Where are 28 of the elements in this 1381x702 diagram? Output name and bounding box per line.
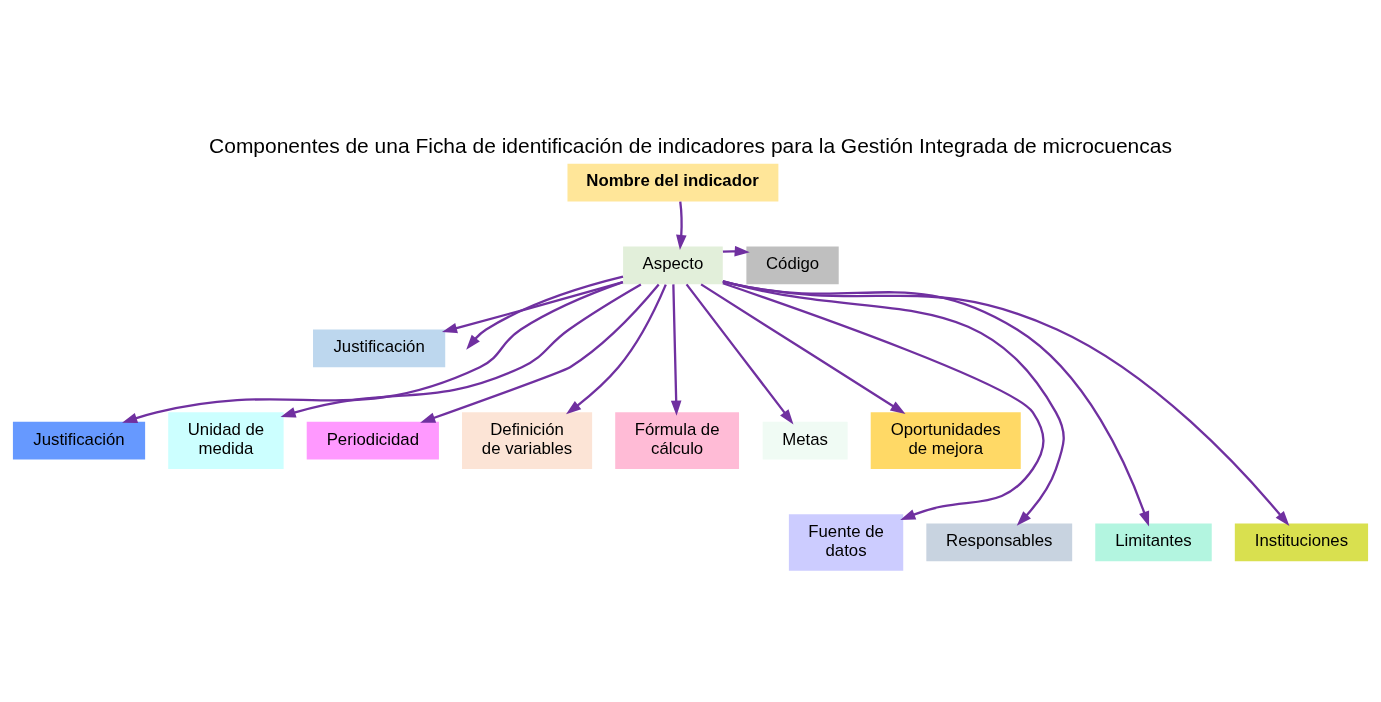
- node-box: Oportunidades de mejora: [870, 411, 1021, 469]
- node-box: Instituciones: [1234, 523, 1369, 561]
- arrow: [420, 283, 660, 423]
- node-box: Justificación: [313, 328, 446, 367]
- arrow: [122, 280, 624, 423]
- node-box: Periodicidad: [306, 421, 439, 460]
- arrow: [566, 283, 667, 414]
- arrow: [466, 275, 624, 350]
- node-box: Aspecto: [623, 246, 723, 284]
- node-box: Limitantes: [1095, 523, 1212, 561]
- arrow: [280, 283, 642, 417]
- arrow: [722, 279, 1290, 526]
- arrow: [685, 283, 794, 424]
- node-box: Nombre del indicador: [567, 163, 779, 201]
- node-box: Justificación: [12, 421, 146, 460]
- node-box: Código: [746, 246, 839, 284]
- arrow: [676, 200, 687, 250]
- node-box: Fórmula de cálculo: [615, 411, 740, 469]
- arrow: [722, 279, 1150, 527]
- node-box: Fuente de datos: [788, 513, 904, 571]
- arrow: [722, 245, 750, 257]
- node-box: Responsables: [926, 523, 1073, 561]
- arrow: [700, 282, 906, 414]
- node-box: Metas: [762, 421, 848, 460]
- node-box: Definición de variables: [462, 411, 593, 469]
- arrow: [670, 283, 682, 416]
- node-box: Unidad de medida: [168, 411, 284, 469]
- diagram-title: Componentes de una Ficha de identificación de indicadores para la Gestión Integrada de microcuencas: [209, 133, 1172, 157]
